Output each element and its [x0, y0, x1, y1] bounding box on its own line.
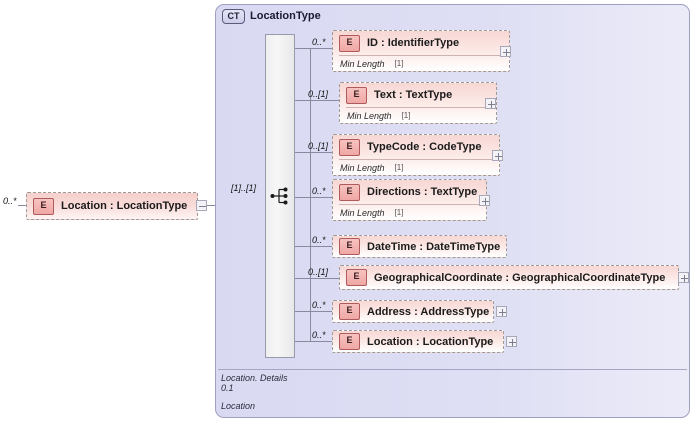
facet-value: [1] [401, 111, 411, 121]
cardinality-child-7: 0..* [312, 330, 326, 340]
facet-name: Min Length [340, 207, 385, 218]
expand-toggle-id[interactable] [500, 46, 511, 57]
facet-value: [1] [394, 163, 404, 173]
facet-separator [339, 204, 480, 206]
element-box-id[interactable]: E ID : IdentifierType Min Length [1] [332, 30, 510, 72]
element-badge-icon: E [339, 238, 360, 255]
complextype-footer-line1: Location. Details [221, 373, 288, 383]
connector-child-2 [295, 152, 333, 153]
element-badge-icon: E [339, 183, 360, 201]
collapse-toggle-root-element[interactable] [196, 200, 207, 211]
facet-value: [1] [394, 208, 404, 218]
element-box-address[interactable]: E Address : AddressType [332, 300, 494, 323]
element-badge-icon: E [339, 34, 360, 52]
complextype-footer-line2: 0.1 [221, 383, 234, 393]
element-box-text[interactable]: E Text : TextType Min Length [1] [339, 82, 497, 124]
connector-child-0 [295, 48, 333, 49]
element-badge-icon: E [339, 303, 360, 320]
root-element-location[interactable]: E Location : LocationType [26, 192, 198, 220]
cardinality-child-2: 0..[1] [308, 141, 329, 151]
expand-toggle-directions[interactable] [479, 195, 490, 206]
element-label-address: Address : AddressType [367, 305, 490, 318]
element-label-datetime: DateTime : DateTimeType [367, 240, 501, 253]
complextype-footer-separator [218, 369, 687, 370]
element-box-directions[interactable]: E Directions : TextType Min Length [1] [332, 179, 487, 221]
root-element-cardinality: 0..* [3, 196, 17, 206]
element-label-directions: Directions : TextType [367, 186, 478, 199]
facet-name: Min Length [347, 110, 392, 121]
facet-separator [339, 159, 493, 161]
connector-child-1 [295, 100, 340, 101]
root-element-label: Location : LocationType [61, 200, 188, 212]
element-label-geographicalcoordinate: GeographicalCoordinate : GeographicalCoo… [374, 271, 666, 284]
expand-toggle-address[interactable] [496, 306, 507, 317]
expand-toggle-text[interactable] [485, 98, 496, 109]
cardinality-child-4: 0..* [312, 235, 326, 245]
element-label-location-child: Location : LocationType [367, 335, 494, 348]
element-badge-icon: E [346, 269, 367, 286]
element-badge-icon: E [339, 333, 360, 350]
connector-child-5 [295, 278, 340, 279]
expand-toggle-location-child[interactable] [506, 336, 517, 347]
connector-root-cardinality-stub [18, 205, 26, 206]
cardinality-child-3: 0..* [312, 186, 326, 196]
element-label-text: Text : TextType [374, 89, 453, 102]
facet-separator [346, 107, 490, 109]
connector-child-4 [295, 246, 333, 247]
element-badge-icon: E [346, 86, 367, 104]
element-box-datetime[interactable]: E DateTime : DateTimeType [332, 235, 507, 258]
sequence-icon [270, 187, 288, 205]
element-badge-icon: E [33, 197, 54, 215]
cardinality-child-0: 0..* [312, 37, 326, 47]
connector-child-3 [295, 197, 333, 198]
expand-toggle-geographicalcoordinate[interactable] [678, 272, 689, 283]
connector-trunk [310, 48, 311, 341]
complextype-badge-icon: CT [222, 9, 245, 24]
connector-child-7 [295, 341, 333, 342]
element-label-typecode: TypeCode : CodeType [367, 141, 482, 154]
connector-root-to-type [207, 205, 216, 206]
cardinality-child-5: 0..[1] [308, 267, 329, 277]
element-box-geographicalcoordinate[interactable]: E GeographicalCoordinate : GeographicalC… [339, 265, 679, 290]
connector-child-6 [295, 311, 333, 312]
element-box-typecode[interactable]: E TypeCode : CodeType Min Length [1] [332, 134, 500, 176]
complextype-title: LocationType [250, 10, 321, 22]
element-badge-icon: E [339, 138, 360, 156]
facet-value: [1] [394, 59, 404, 69]
compositor-cardinality: [1]..[1] [231, 183, 257, 193]
element-label-id: ID : IdentifierType [367, 37, 460, 50]
element-box-location-child[interactable]: E Location : LocationType [332, 330, 504, 353]
complextype-footer-line3: Location [221, 401, 256, 411]
facet-name: Min Length [340, 162, 385, 173]
facet-separator [339, 55, 503, 57]
expand-toggle-typecode[interactable] [492, 150, 503, 161]
cardinality-child-1: 0..[1] [308, 89, 329, 99]
facet-name: Min Length [340, 58, 385, 69]
cardinality-child-6: 0..* [312, 300, 326, 310]
